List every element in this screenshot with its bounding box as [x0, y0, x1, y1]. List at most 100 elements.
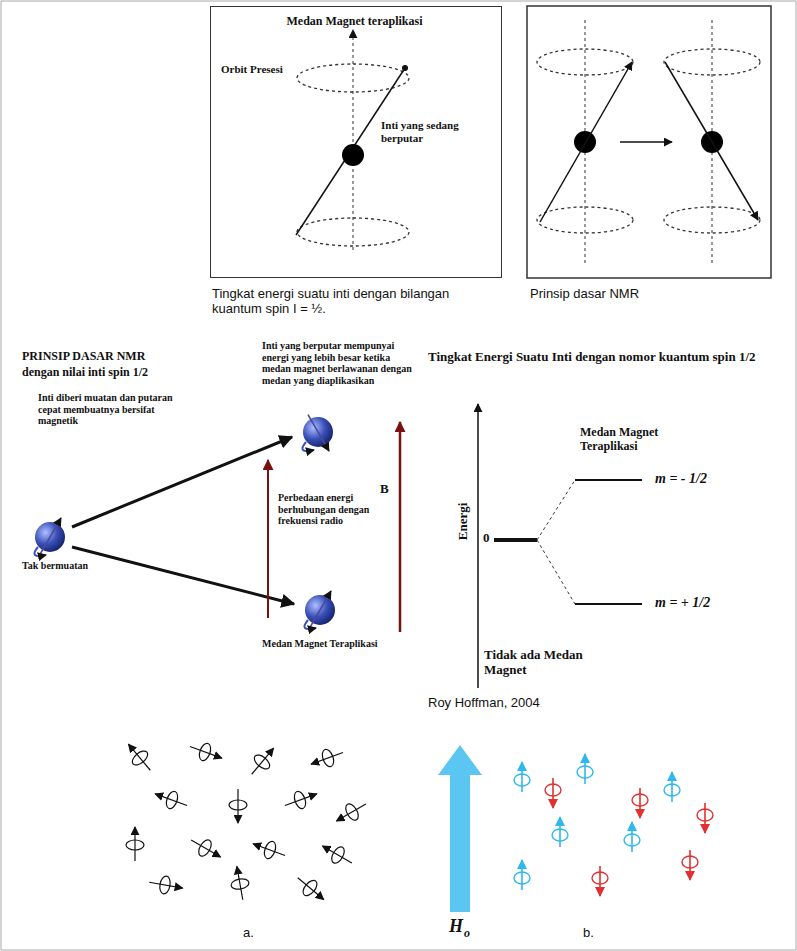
spin-symbol [318, 838, 356, 871]
symbol: B [380, 482, 394, 497]
annotation: Inti diberi muatan dan putaran cepat mem… [38, 392, 188, 427]
field-arrow [438, 745, 482, 912]
spin-up-symbol [514, 762, 530, 792]
annotation: Perbedaan energi berhubungan dengan frek… [278, 492, 376, 527]
precession-orbit [664, 49, 760, 75]
spin-arrow [631, 822, 633, 852]
spin-arrow [552, 778, 554, 808]
spin-arrow [599, 866, 601, 896]
energy-difference-arrow [267, 460, 269, 618]
transition-arrow [72, 547, 294, 604]
precession-orbit [664, 207, 760, 233]
field-symbol: o [464, 927, 474, 941]
precession-orbit [537, 207, 633, 233]
annotation: Medan Magnet Teraplikasi [262, 638, 392, 650]
axis-dot [402, 65, 408, 71]
spin-symbol [332, 796, 370, 829]
nucleus [574, 131, 596, 153]
spin-arrow [704, 803, 706, 833]
field-axis [353, 30, 354, 250]
spin-arrow [134, 827, 135, 861]
magnetic-moment [310, 591, 331, 627]
upper-level [575, 479, 642, 481]
annotation: Medan Magnet teraplikasi [211, 15, 498, 29]
spin-down-symbol [545, 778, 561, 808]
heading: Tingkat Energi Suatu Inti dengan nomor k… [428, 350, 788, 365]
annotation: Inti yang sedang berputar [381, 119, 481, 144]
spin-symbol [282, 785, 320, 814]
spin-symbol [126, 827, 144, 861]
lower-level [575, 603, 642, 605]
frame-box: Medan Magnet teraplikasiOrbit PresesiInt… [210, 6, 502, 278]
spin-symbol [250, 835, 288, 864]
spin-down-symbol [592, 866, 608, 896]
spin-up-symbol [664, 772, 680, 802]
quantum-number: m = - 1/2 [655, 471, 765, 487]
annotation: Tidak ada Medan Magnet [484, 648, 604, 678]
spin-symbol [152, 785, 190, 814]
spin-rotation [302, 442, 314, 451]
spin-up-arrow [540, 62, 632, 222]
annotation: Medan Magnet Teraplikasi [580, 426, 690, 454]
spin-symbol [292, 871, 330, 907]
annotation: Inti yang berputar mempunyai energi yang… [262, 340, 412, 386]
spin-up-symbol [552, 817, 568, 847]
spin-arrow [559, 817, 561, 847]
precession-orbit [537, 49, 633, 75]
axis-value: 0 [483, 531, 493, 546]
spin-arrow [128, 744, 150, 770]
caption: Tingkat energi suatu inti dengan bilanga… [212, 287, 482, 317]
magnetic-moment [40, 518, 61, 554]
transition-arrow [72, 437, 292, 527]
spin-arrow [253, 844, 285, 856]
annotation: Tak bermuatan [22, 560, 122, 572]
quantum-number: m = + 1/2 [655, 595, 765, 611]
spin-arrow [521, 860, 523, 890]
spin-symbol [187, 738, 225, 767]
spin-arrow [252, 748, 274, 774]
heading: PRINSIP DASAR NMR [22, 350, 222, 364]
zero-level [494, 538, 537, 542]
spin-arrow [311, 753, 343, 765]
panel-label: a. [243, 926, 273, 941]
spin-arrow [322, 846, 351, 863]
split-line [537, 480, 575, 540]
spin-up-symbol [514, 860, 530, 890]
energy-axis [477, 404, 479, 688]
split-line [537, 540, 575, 604]
spin-down-symbol [682, 850, 698, 880]
magnetic-moment [308, 415, 329, 451]
spin-arrow [285, 794, 317, 806]
heading: dengan nilai inti spin 1/2 [22, 366, 222, 380]
nucleus [342, 144, 364, 166]
field-symbol: H [449, 916, 465, 937]
precession-orbit [297, 218, 409, 246]
spin-arrow [671, 772, 673, 802]
spin-rotation [34, 547, 46, 556]
spin-arrow [689, 850, 691, 880]
spin-symbol [228, 865, 252, 902]
spin-down-arrow [665, 62, 758, 220]
spin-up-symbol [577, 754, 593, 784]
spin-symbol [187, 832, 225, 865]
frame-box [527, 6, 771, 278]
spin-symbol [122, 738, 158, 776]
panel-label: b. [583, 926, 613, 941]
spin-arrow [336, 804, 365, 821]
spin-arrow [584, 754, 586, 784]
spin-axis [296, 68, 405, 235]
spin-up-symbol [624, 822, 640, 852]
spin-arrow [155, 794, 187, 806]
spin-arrow [521, 762, 523, 792]
spin-down-symbol [697, 803, 713, 833]
spin-arrow [149, 882, 182, 888]
spin-arrow [237, 789, 238, 823]
spin-arrow [191, 840, 220, 857]
spin-arrow [298, 878, 324, 900]
spin-arrow [639, 788, 641, 818]
annotation: Orbit Presesi [221, 63, 301, 76]
transition-arrow [620, 141, 672, 143]
spin-symbol [229, 789, 247, 823]
